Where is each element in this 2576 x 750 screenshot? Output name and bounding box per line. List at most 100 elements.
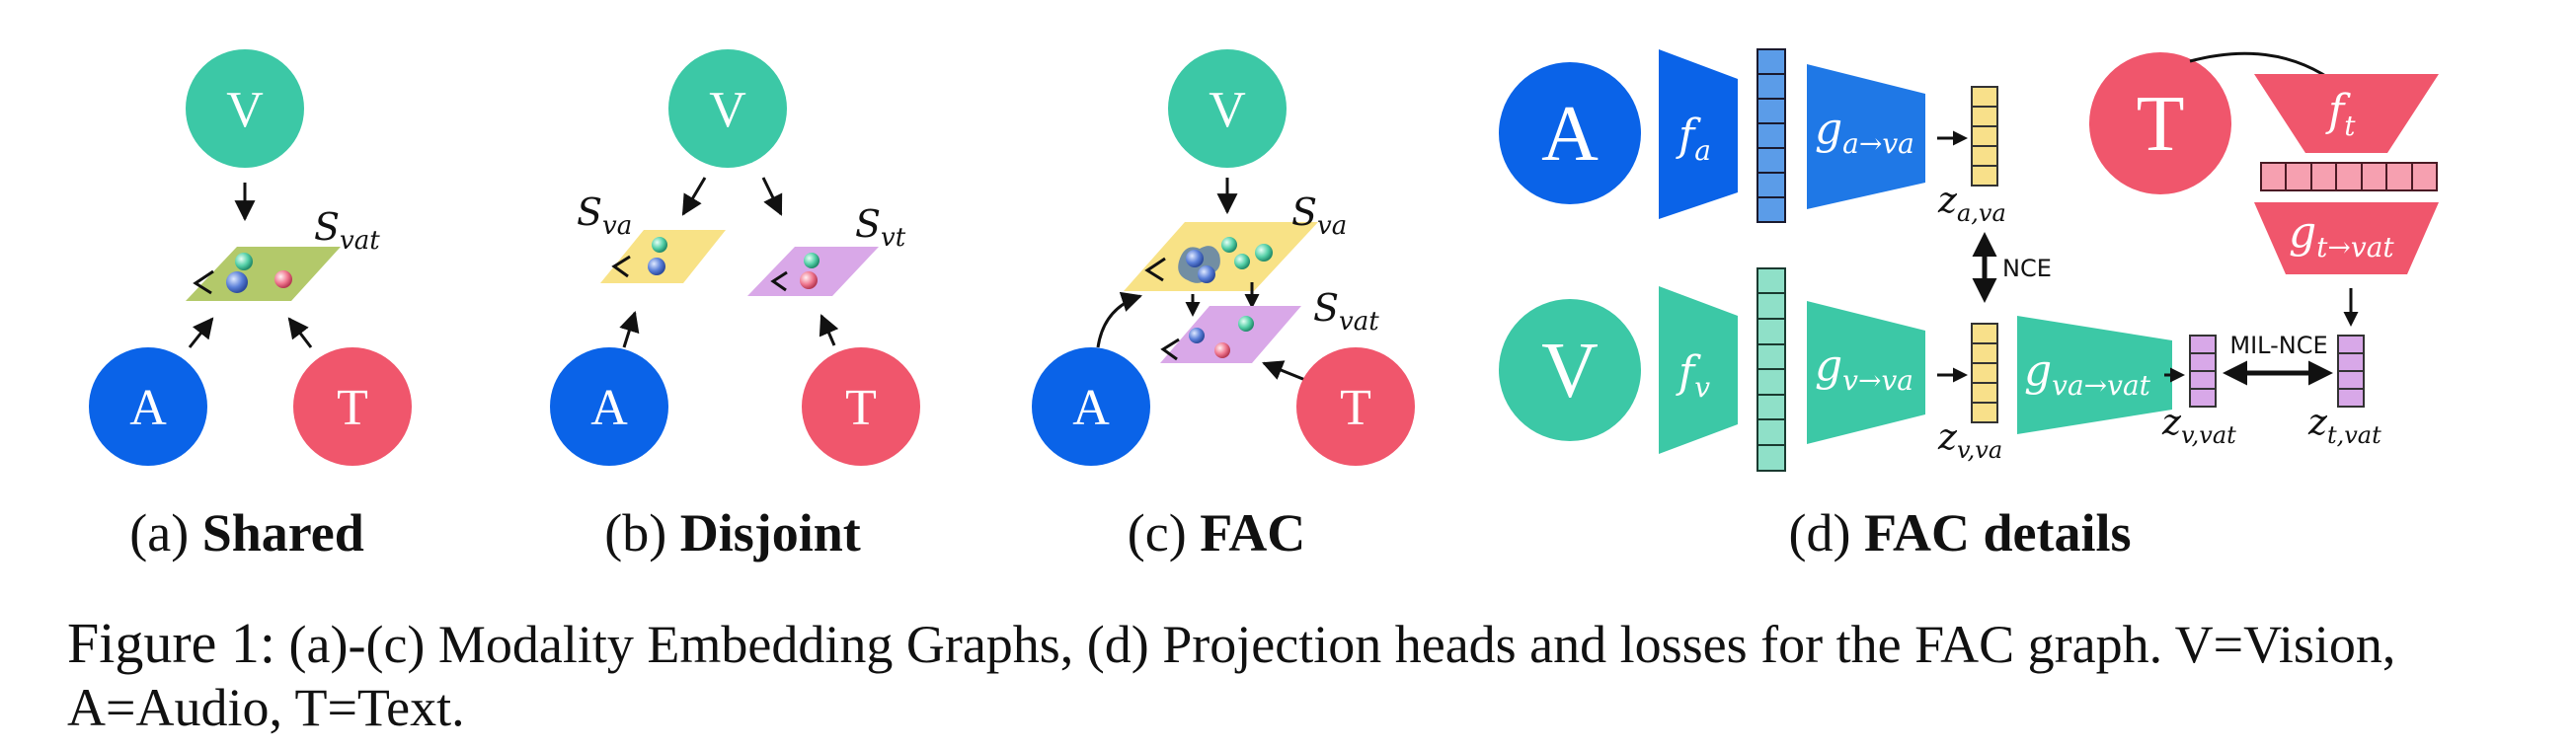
fv-label: fv — [1676, 347, 1710, 404]
vision-node-label: V — [1209, 82, 1246, 138]
panel-c-caption: (c) FAC — [1128, 503, 1305, 562]
vt-space-plane — [747, 247, 879, 296]
embedding-ball — [1214, 342, 1230, 358]
arrow-t-to-vt — [819, 314, 839, 346]
z-v-va-vector — [1971, 323, 1998, 423]
angle-mark — [193, 269, 214, 295]
audio-node-label: A — [590, 380, 628, 436]
nce-label: NCE — [2002, 255, 2052, 282]
vision-node — [668, 49, 787, 168]
text-node-label: T — [845, 380, 877, 436]
embedding-ball — [1238, 316, 1254, 332]
text-encoder-ft — [2254, 74, 2439, 153]
text-node-label: T — [1340, 380, 1371, 436]
arrow-a-to-va — [1096, 291, 1142, 348]
panel-a: V Svat A T (a) Shared — [89, 49, 412, 562]
arrow-a-to-shared — [188, 317, 214, 348]
va-space-plane — [1124, 222, 1318, 291]
arrow-t-to-vat — [1262, 360, 1306, 382]
z-v-vat-label: zv,vat — [2161, 403, 2236, 449]
vision-node-label: V — [709, 82, 746, 138]
embedding-ball — [274, 270, 292, 288]
text-node — [802, 347, 920, 466]
embedding-ball — [652, 237, 667, 253]
arrow-t-to-shared — [287, 317, 313, 348]
audio-node-label: A — [129, 380, 167, 436]
panel-d-caption: (d) FAC details — [1789, 503, 2132, 562]
embedding-ball — [804, 253, 820, 268]
vision-encoder-fv — [1659, 286, 1738, 454]
audio-node-label: A — [1541, 91, 1599, 178]
embedding-ball — [226, 271, 248, 293]
embedding-ball — [1186, 250, 1204, 267]
vision-node — [1499, 299, 1641, 441]
z-a-va-vector — [1971, 86, 1998, 187]
embedding-ball — [1221, 237, 1237, 253]
embedding-ball — [1198, 265, 1215, 283]
g-t-vat-label: gt→vat — [2289, 207, 2394, 263]
text-node — [293, 347, 412, 466]
text-node-label: T — [2137, 81, 2185, 168]
z-a-va-label: za,va — [1937, 181, 2006, 227]
vat-space-plane — [1160, 306, 1301, 363]
mil-nce-label: MIL-NCE — [2229, 332, 2327, 359]
figure-canvas: V Svat A T (a) Shared V Sva — [89, 48, 2439, 562]
audio-feature-vector — [1756, 48, 1786, 223]
panel-d: A fa ga→va za,va — [1499, 48, 2439, 562]
audio-node — [1032, 347, 1150, 466]
embedding-ball — [1255, 244, 1273, 262]
g-v-va-label: gv→va — [1815, 340, 1913, 397]
vision-feature-vector — [1756, 267, 1786, 472]
vision-node — [186, 49, 304, 168]
embedding-ball — [1234, 254, 1250, 269]
panel-a-caption: (a) Shared — [129, 503, 364, 562]
arrow-v-to-vt — [761, 177, 783, 216]
embedding-ball — [235, 253, 253, 270]
z-t-vat-vector — [2337, 335, 2365, 408]
vt-space-label: Svt — [855, 202, 906, 253]
z-t-vat-label: zt,vat — [2307, 403, 2381, 449]
angle-mark — [1160, 338, 1180, 361]
text-feature-vector — [2260, 162, 2438, 191]
g-v-va-head — [1807, 301, 1925, 444]
vat-space-label: Svat — [1313, 286, 1379, 337]
g-va-vat-head — [2017, 316, 2172, 434]
text-node — [2089, 52, 2231, 194]
g-a-va-label: ga→va — [1815, 104, 1914, 160]
panel-c: V Sva Svat A T (c) FAC — [1032, 49, 1415, 562]
audio-node — [89, 347, 207, 466]
g-va-vat-label: gva→vat — [2024, 345, 2151, 402]
caption-text: (a)-(c) Modality Embedding Graphs, (d) P… — [67, 615, 2396, 737]
z-v-vat-vector — [2189, 335, 2217, 408]
arrow-v-to-va — [681, 177, 707, 216]
text-to-encoder-link — [2189, 51, 2331, 81]
figure-caption: Figure 1: (a)-(c) Modality Embedding Gra… — [67, 612, 2516, 739]
vision-node — [1168, 49, 1287, 168]
angle-mark — [1144, 257, 1166, 282]
text-node — [1296, 347, 1415, 466]
g-a-va-head — [1807, 64, 1925, 209]
audio-node-label: A — [1072, 380, 1110, 436]
panel-b-caption: (b) Disjoint — [604, 503, 861, 562]
va-space-plane — [600, 230, 726, 283]
audio-node — [1499, 62, 1641, 204]
embedding-ball — [1189, 328, 1205, 343]
angle-mark — [611, 255, 631, 278]
va-space-label: Sva — [577, 190, 632, 241]
g-t-vat-head — [2254, 202, 2439, 274]
text-node-label: T — [337, 380, 368, 436]
audio-node — [550, 347, 668, 466]
panel-b: V Sva Svt A T (b) Disjoint — [550, 49, 920, 562]
va-space-label: Sva — [1291, 190, 1347, 241]
vision-node-label: V — [1541, 328, 1599, 414]
angle-mark — [770, 270, 788, 292]
z-v-va-label: zv,va — [1937, 417, 2002, 464]
audio-encoder-fa — [1659, 49, 1738, 219]
shared-space-plane — [186, 247, 341, 301]
shared-space-label: Svat — [314, 205, 380, 256]
embedding-ball — [648, 258, 665, 275]
arrow-a-to-va — [619, 310, 640, 348]
vision-node-label: V — [226, 82, 264, 138]
caption-label: Figure 1: — [67, 611, 276, 675]
embedding-ball — [800, 271, 818, 289]
